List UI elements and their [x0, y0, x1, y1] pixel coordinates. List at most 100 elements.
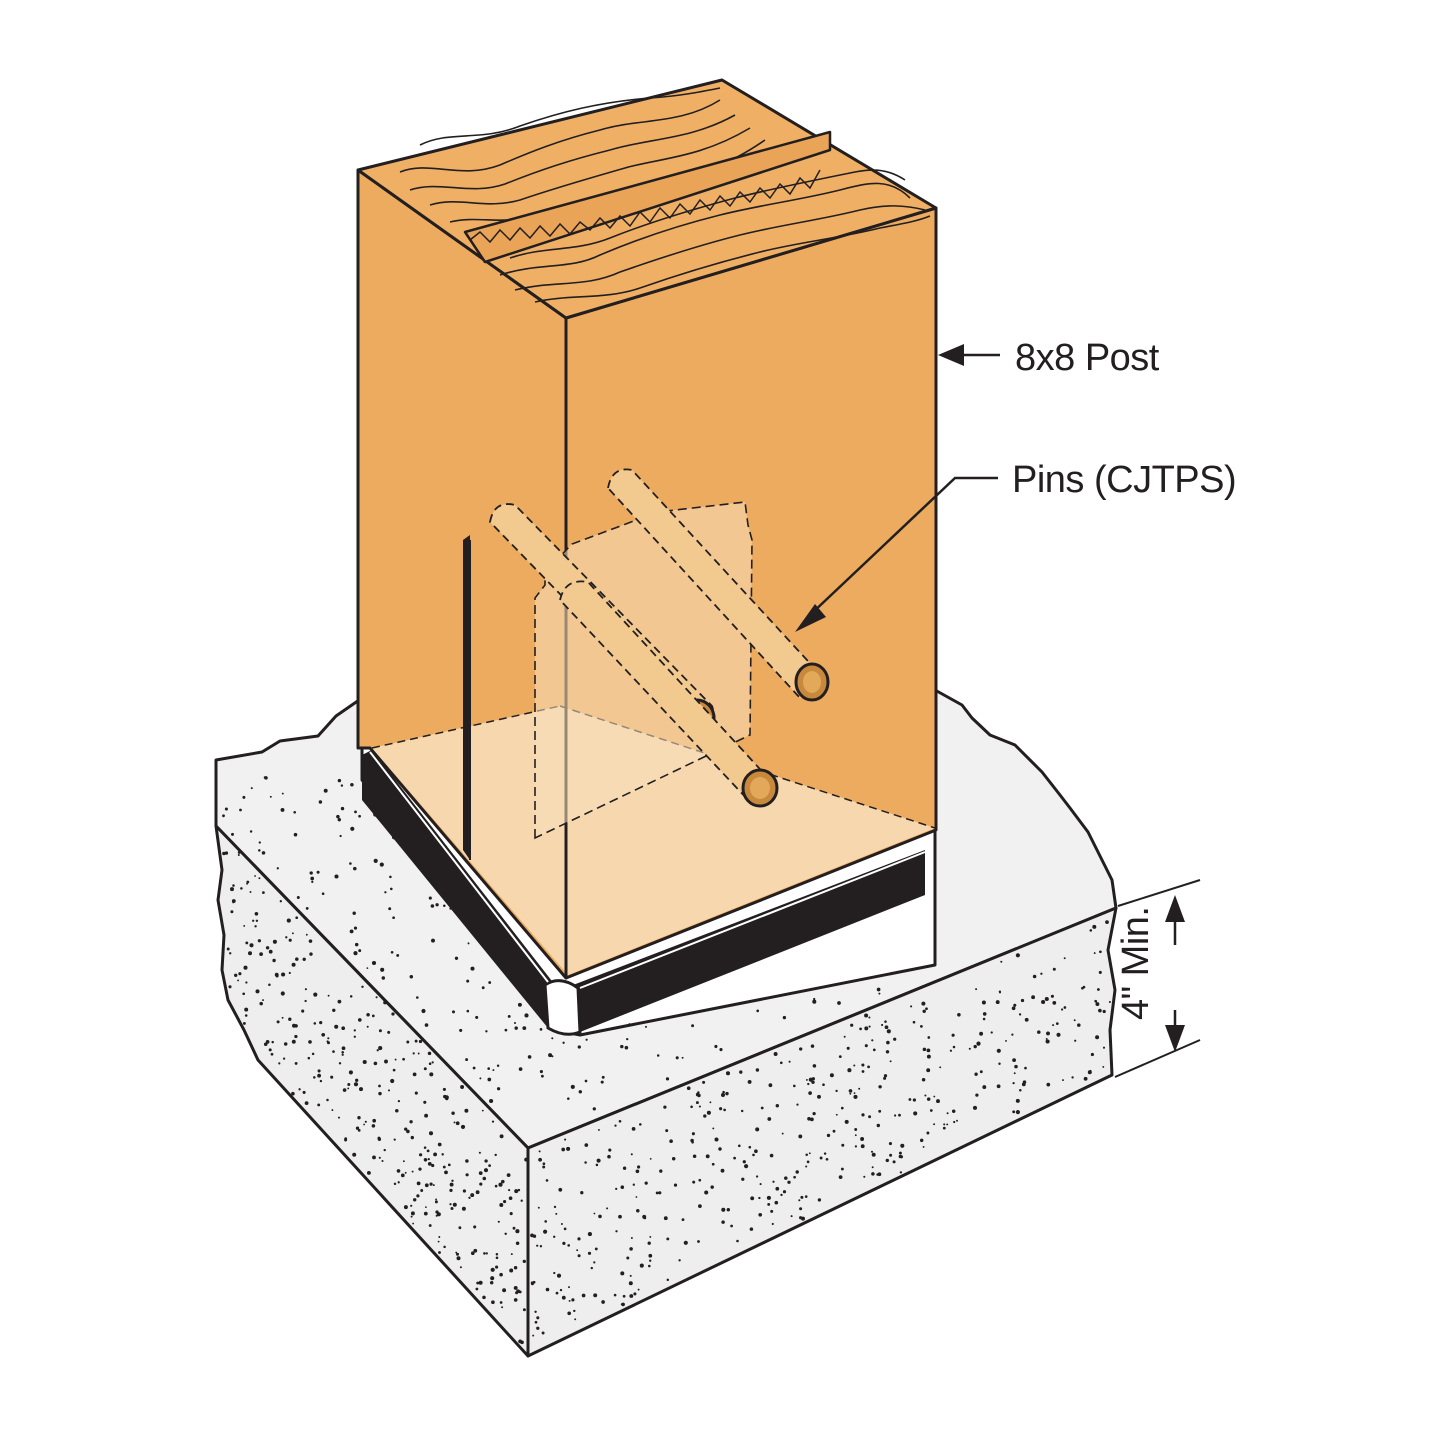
concrete-speckle [268, 949, 273, 954]
concrete-speckle [924, 1094, 927, 1097]
concrete-speckle [624, 1045, 629, 1050]
concrete-speckle [607, 1154, 611, 1159]
concrete-speckle [832, 1129, 836, 1133]
concrete-speckle [307, 1056, 311, 1060]
concrete-speckle [410, 1135, 414, 1140]
concrete-speckle [475, 1015, 479, 1019]
concrete-speckle [499, 1203, 504, 1207]
concrete-speckle [621, 1302, 625, 1307]
concrete-speckle [435, 1210, 439, 1214]
concrete-speckle [939, 1066, 942, 1069]
concrete-speckle [749, 1227, 754, 1231]
concrete-speckle [639, 1263, 644, 1268]
concrete-speckle [774, 1200, 779, 1205]
post-transparent-bottom [372, 706, 935, 975]
concrete-speckle [392, 916, 395, 920]
concrete-speckle [584, 1079, 588, 1083]
concrete-speckle [1098, 1008, 1102, 1013]
concrete-speckle [494, 1184, 498, 1188]
concrete-speckle [773, 1052, 778, 1056]
concrete-speckle [538, 1150, 541, 1153]
concrete-speckle [648, 1264, 651, 1268]
concrete-speckle [632, 1183, 635, 1186]
concrete-speckle [464, 1108, 469, 1113]
concrete-speckle [808, 1152, 811, 1155]
concrete-speckle [470, 966, 475, 971]
concrete-speckle [577, 1254, 581, 1258]
concrete-speckle [373, 858, 378, 864]
concrete-speckle [567, 1244, 571, 1247]
concrete-speckle [719, 1107, 723, 1111]
concrete-speckle [499, 1301, 503, 1304]
concrete-speckle [530, 1282, 534, 1286]
concrete-speckle [576, 1249, 579, 1252]
concrete-speckle [736, 1239, 739, 1243]
concrete-speckle [759, 1183, 762, 1186]
concrete-speckle [258, 849, 261, 852]
concrete-speckle [308, 939, 313, 943]
concrete-speckle [504, 1232, 507, 1236]
concrete-speckle [807, 1082, 810, 1086]
concrete-speckle [358, 1087, 364, 1092]
concrete-speckle [247, 951, 253, 956]
concrete-speckle [319, 1021, 323, 1025]
concrete-speckle [597, 1128, 600, 1131]
concrete-speckle [981, 1000, 986, 1005]
concrete-speckle [593, 1261, 596, 1264]
concrete-speckle [252, 919, 255, 922]
concrete-speckle [332, 1008, 336, 1012]
concrete-speckle [889, 1060, 892, 1063]
concrete-speckle [442, 1087, 446, 1091]
concrete-speckle [258, 841, 261, 844]
concrete-speckle [423, 1146, 427, 1149]
concrete-speckle [933, 1095, 936, 1098]
concrete-speckle [421, 1008, 426, 1014]
concrete-speckle [1063, 1006, 1067, 1009]
concrete-speckle [411, 1170, 414, 1173]
concrete-speckle [642, 1214, 647, 1219]
concrete-speckle [244, 1007, 249, 1012]
concrete-speckle [420, 1189, 424, 1192]
concrete-speckle [712, 1127, 715, 1130]
concrete-speckle [301, 1009, 305, 1013]
concrete-speckle [620, 1271, 625, 1276]
concrete-speckle [513, 1021, 517, 1025]
concrete-speckle [663, 1216, 668, 1221]
concrete-speckle [608, 1148, 612, 1152]
concrete-speckle [779, 1061, 783, 1065]
concrete-speckle [758, 1212, 763, 1217]
concrete-speckle [545, 1179, 549, 1182]
concrete-speckle [483, 1168, 489, 1173]
concrete-speckle [808, 1091, 812, 1095]
concrete-speckle [543, 1229, 548, 1234]
concrete-speckle [437, 1240, 440, 1243]
concrete-speckle [592, 1107, 596, 1111]
concrete-speckle [709, 1101, 712, 1104]
concrete-speckle [501, 1306, 504, 1309]
concrete-speckle [799, 1207, 803, 1211]
concrete-speckle [443, 1245, 446, 1249]
concrete-speckle [383, 1000, 387, 1005]
concrete-speckle [317, 1103, 321, 1107]
concrete-speckle [242, 1021, 246, 1025]
concrete-speckle [458, 1226, 462, 1230]
concrete-speckle [489, 1098, 494, 1104]
concrete-speckle [581, 1293, 586, 1298]
concrete-speckle [357, 1018, 362, 1022]
concrete-speckle [532, 1234, 537, 1238]
concrete-speckle [629, 1294, 634, 1298]
concrete-speckle [792, 1084, 796, 1088]
concrete-speckle [342, 1088, 347, 1092]
concrete-speckle [805, 1165, 808, 1168]
concrete-speckle [479, 1182, 483, 1186]
concrete-speckle [532, 1334, 535, 1337]
concrete-speckle [1015, 1110, 1020, 1115]
concrete-speckle [311, 880, 314, 884]
concrete-speckle [775, 1104, 779, 1108]
concrete-speckle [435, 903, 439, 907]
concrete-speckle [460, 1085, 465, 1089]
concrete-speckle [308, 1040, 312, 1044]
concrete-speckle [752, 1153, 755, 1157]
concrete-speckle [920, 1025, 923, 1028]
concrete-speckle [925, 1007, 928, 1011]
